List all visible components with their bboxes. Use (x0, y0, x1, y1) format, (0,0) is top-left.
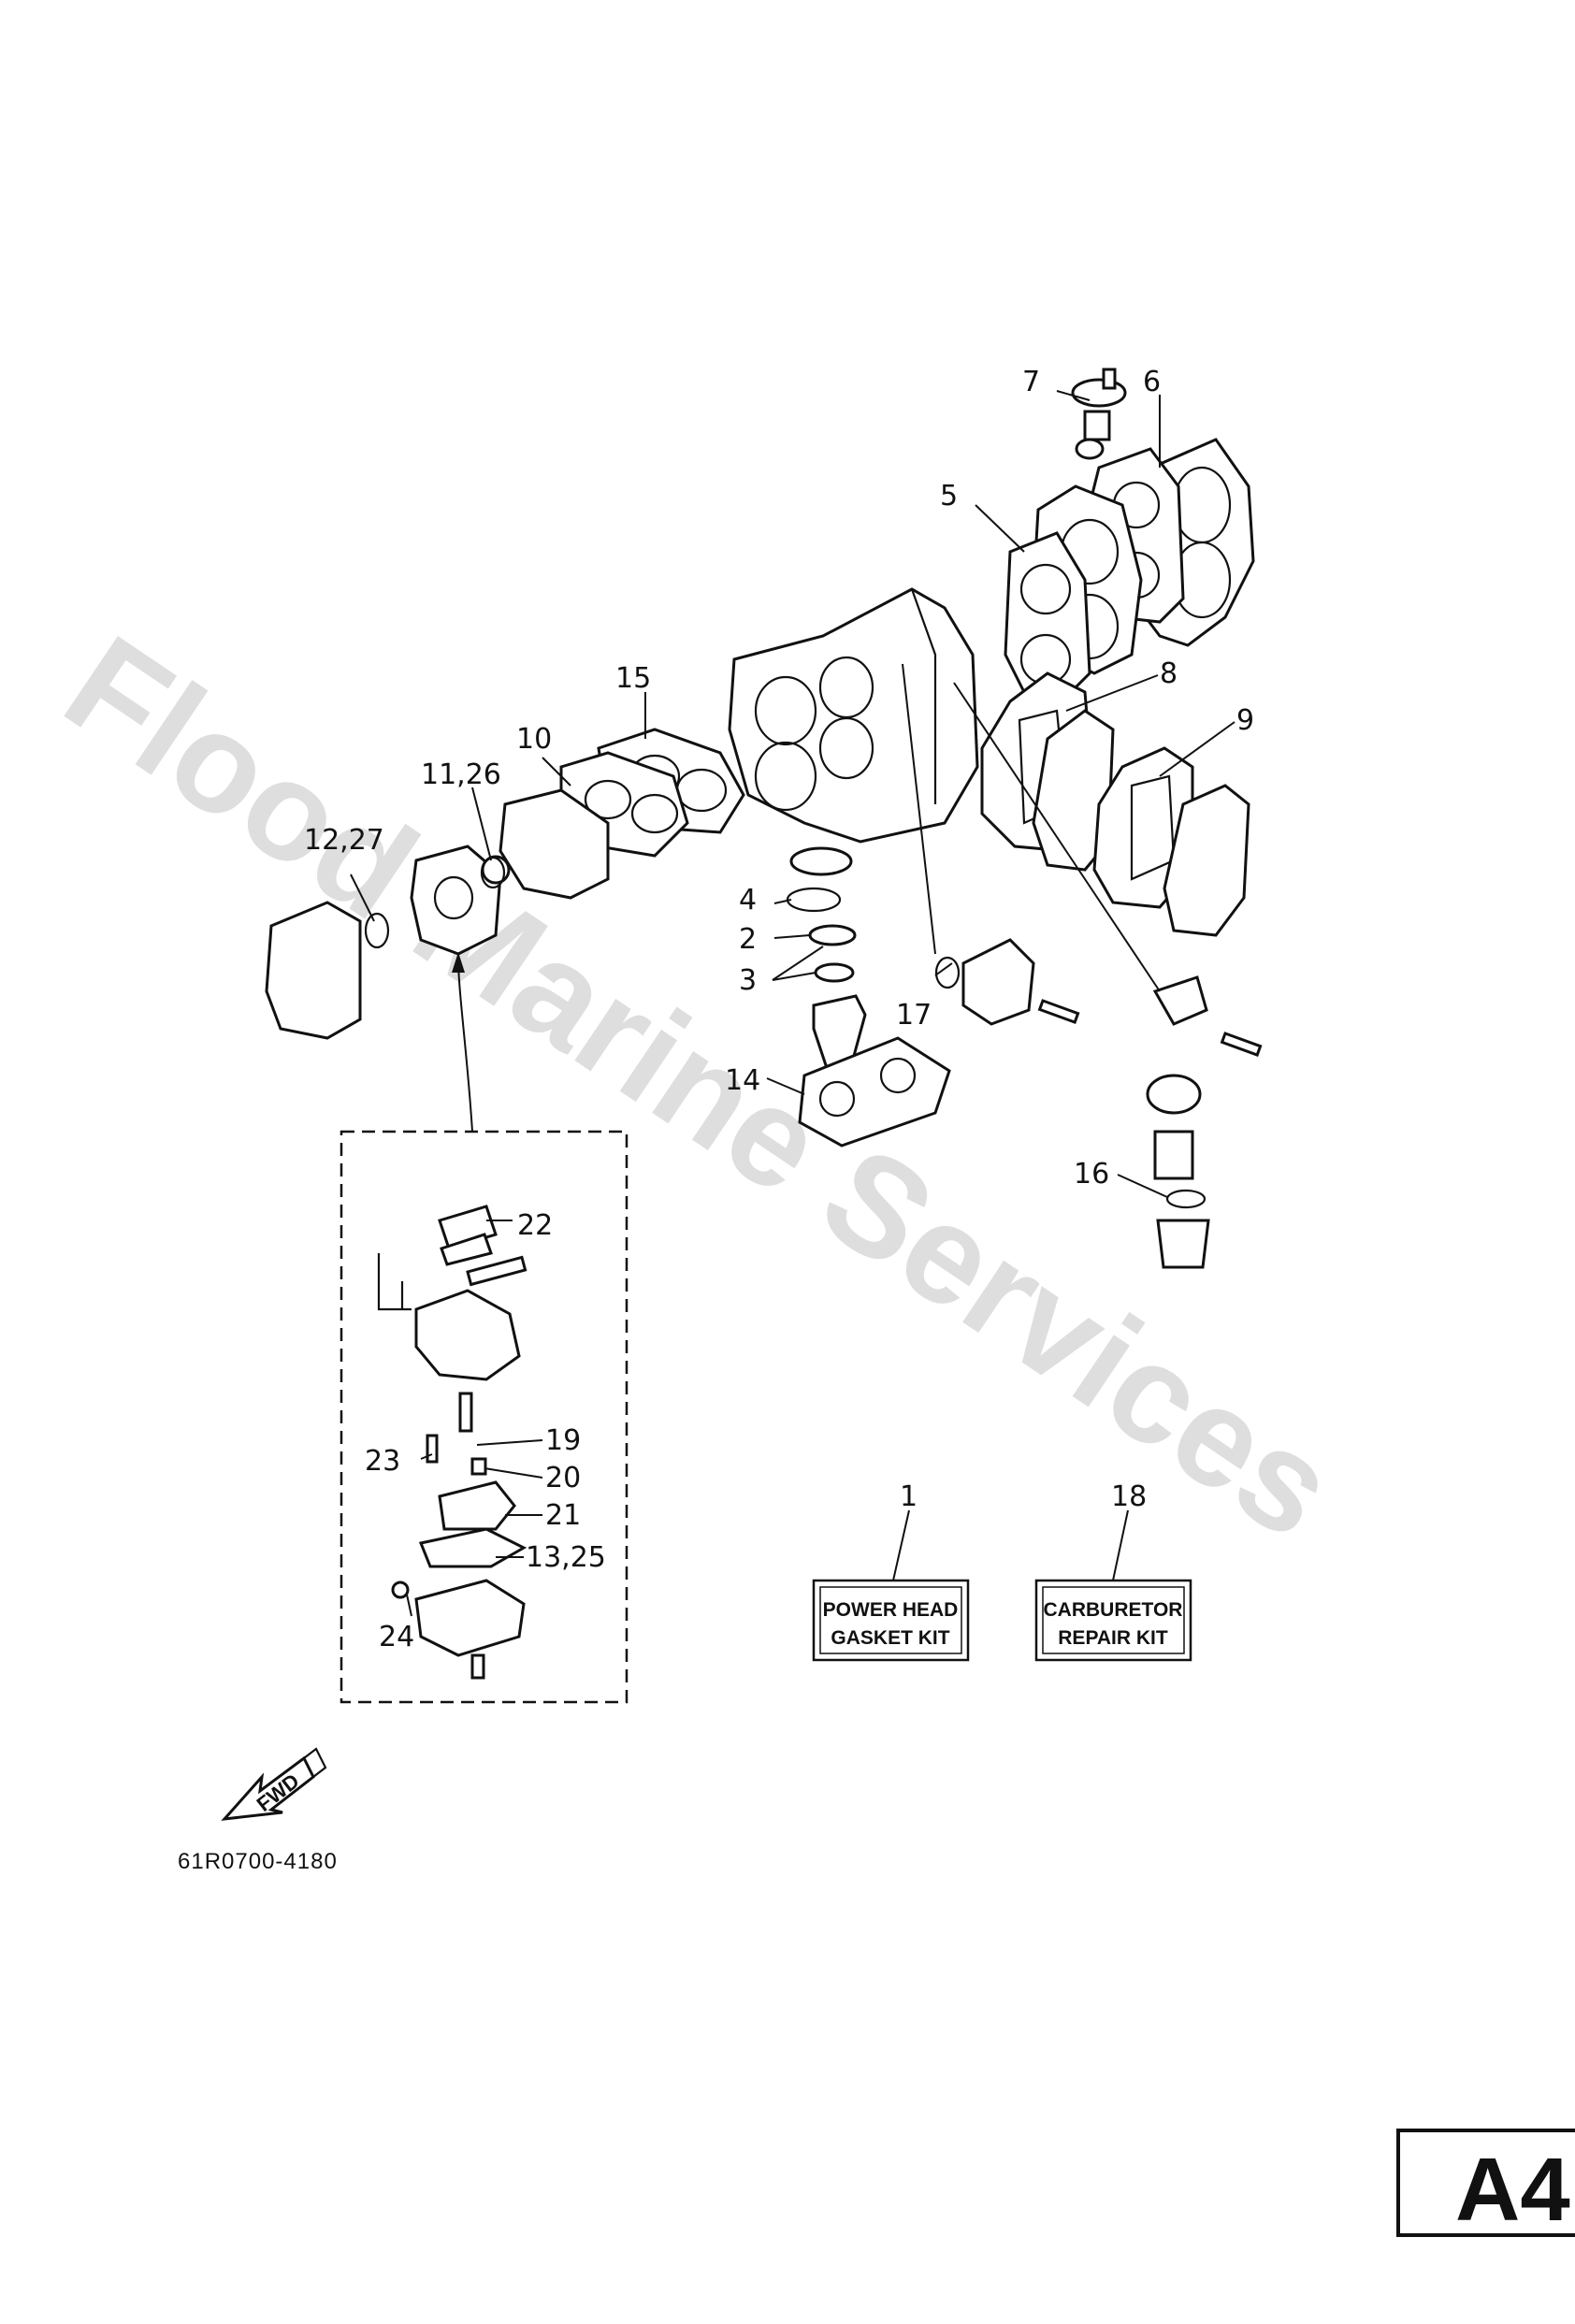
callout-10: 10 (516, 723, 552, 756)
power-head-kit-line1: POWER HEAD (823, 1599, 959, 1621)
callout-14: 14 (725, 1064, 760, 1097)
callout-2: 2 (739, 923, 757, 956)
carburetor-kit-line1: CARBURETOR (1044, 1599, 1183, 1621)
callout-1: 1 (900, 1480, 918, 1513)
callout-7: 7 (1022, 366, 1040, 398)
callout-3: 3 (739, 964, 757, 997)
power-head-gasket-kit: POWER HEAD GASKET KIT (812, 1579, 970, 1662)
callout-18: 18 (1111, 1480, 1147, 1513)
cylinder-gasket (1004, 531, 1091, 699)
leader-lines (350, 390, 1235, 1617)
callout-8: 8 (1160, 657, 1178, 690)
callout-labels: 1 2 3 4 5 6 7 8 9 10 11,26 12,27 13,25 1… (304, 366, 1254, 1653)
crank-seal-stack (786, 846, 867, 1073)
thermostat-cover (1071, 368, 1127, 460)
lower-casing-gasket (798, 1036, 951, 1148)
callout-5: 5 (940, 480, 958, 512)
callout-6: 6 (1143, 366, 1161, 398)
fuel-filter (1146, 975, 1263, 1269)
callout-12: 12,27 (304, 824, 384, 857)
callout-16: 16 (1074, 1158, 1109, 1191)
diagram-reference-number: 61R0700-4180 (178, 1849, 338, 1874)
intake-manifold (499, 788, 610, 900)
cylinder-block (728, 587, 979, 844)
callout-13: 13,25 (526, 1541, 606, 1574)
silencer-gasket (364, 912, 390, 949)
exhaust-outer-cover (1163, 784, 1250, 937)
carburetor-detail-inset (340, 952, 629, 1704)
callout-24: 24 (379, 1621, 414, 1653)
intake-silencer (265, 901, 362, 1040)
callout-4: 4 (739, 884, 757, 917)
callout-22: 22 (517, 1209, 553, 1242)
carburetor-o-ring (480, 856, 506, 889)
power-head-kit-line2: GASKET KIT (831, 1627, 949, 1649)
page-id-text: A4 (1455, 2140, 1570, 2240)
carburetor-kit-line2: REPAIR KIT (1058, 1627, 1168, 1649)
fuel-pump (934, 938, 1080, 1026)
forward-direction-arrow: FWD (221, 1747, 327, 1821)
callout-19: 19 (545, 1424, 581, 1457)
carburetor-repair-kit: CARBURETOR REPAIR KIT (1034, 1579, 1192, 1662)
page-identifier: A4 (1396, 2129, 1575, 2240)
callout-20: 20 (545, 1462, 581, 1494)
callout-23: 23 (365, 1445, 400, 1478)
callout-21: 21 (545, 1499, 581, 1532)
callout-15: 15 (615, 662, 651, 695)
callout-17: 17 (896, 999, 932, 1032)
callout-11: 11,26 (421, 758, 501, 791)
callout-9: 9 (1236, 704, 1254, 737)
